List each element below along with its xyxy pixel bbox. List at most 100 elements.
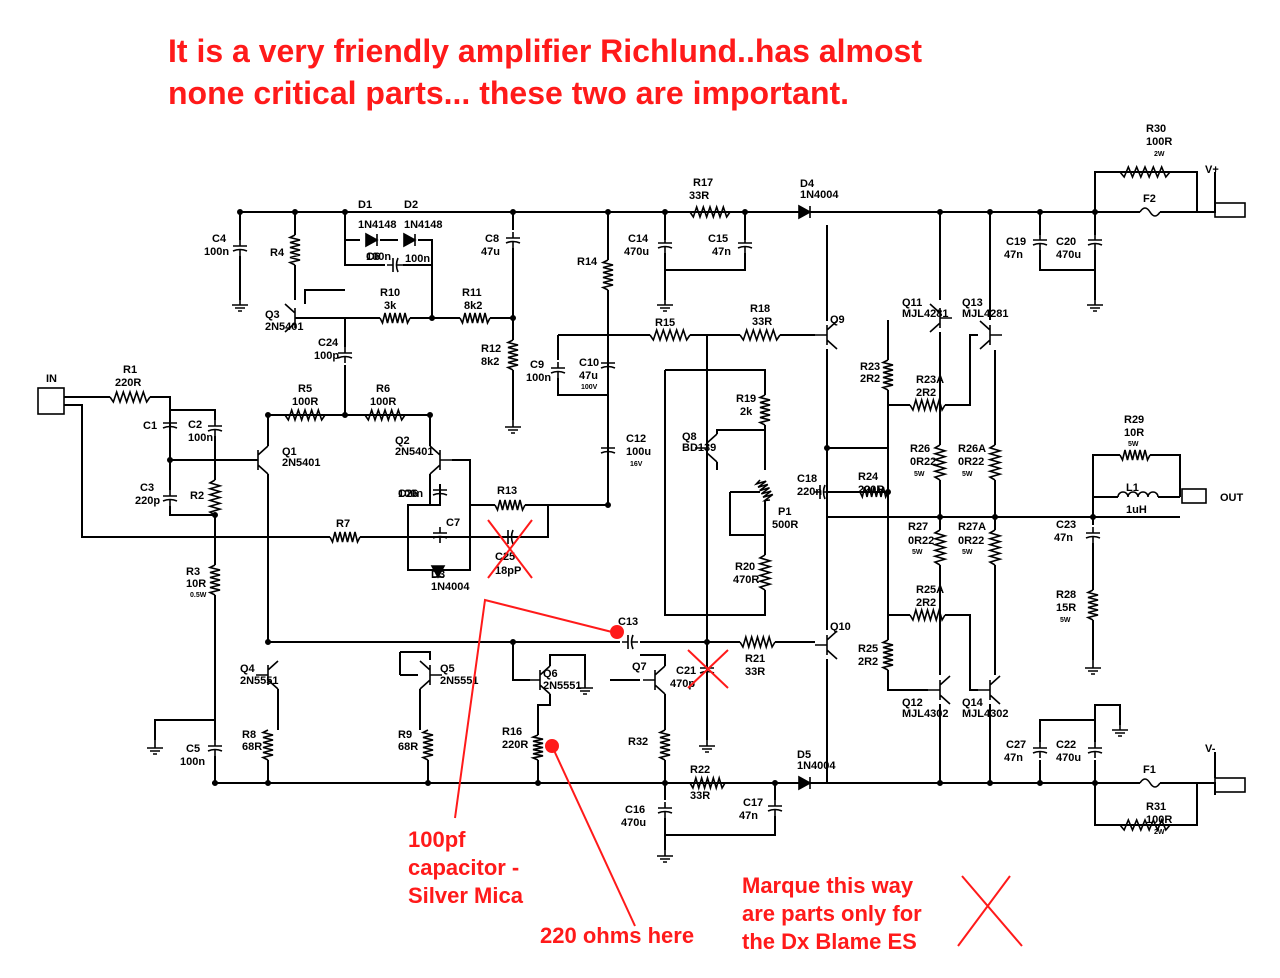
junction-dot: [604, 209, 611, 216]
q2-value-label: 2N5401: [395, 446, 434, 458]
q14-value-label: MJL4302: [962, 708, 1008, 720]
c5-capacitor: [207, 740, 223, 756]
q8-ref-label: Q8: [682, 431, 697, 443]
r4-resistor: [287, 234, 301, 266]
ground-symbol: [232, 297, 248, 312]
r20-value-label: 470R: [733, 574, 759, 586]
c3-capacitor: [162, 490, 178, 506]
wire: [407, 474, 471, 571]
c23-ref-label: C23: [1056, 519, 1076, 531]
title-line-1: It is a very friendly amplifier Richlund…: [168, 33, 922, 69]
c10-ref-label: C10: [579, 357, 599, 369]
r12-resistor: [505, 339, 519, 371]
c5-ref-label: C5: [186, 743, 200, 755]
d4-diode: [798, 204, 812, 220]
junction-dot: [771, 779, 778, 786]
r32-resistor: [657, 729, 671, 761]
r27-ref-label: R27: [908, 521, 928, 533]
q9-ref-label: Q9: [830, 314, 845, 326]
p1-ref-label: P1: [778, 506, 791, 518]
c24-capacitor: [337, 347, 353, 363]
c7-ref-label: C7: [446, 517, 460, 529]
r2-ref-label: R2: [190, 490, 204, 502]
c22-capacitor: [1087, 742, 1103, 758]
c16-ref-label: C16: [625, 804, 645, 816]
input-label: IN: [46, 373, 57, 385]
d1-ref-label: D1: [358, 199, 372, 211]
junction-dot: [341, 209, 348, 216]
q2-ref-label: Q2: [395, 435, 410, 447]
vminus-connector: [1214, 777, 1246, 793]
r26-ref-label: R26: [910, 443, 930, 455]
components: [37, 164, 1246, 863]
q1-transistor: [246, 445, 269, 475]
junction-dot: [1037, 779, 1044, 786]
r20-ref-label: R20: [735, 561, 755, 573]
wire: [1092, 454, 1120, 517]
wire: [304, 289, 345, 304]
wire: [945, 614, 978, 691]
junction-dot: [703, 638, 710, 645]
r30-ref-label: R30: [1146, 123, 1166, 135]
ground-symbol: [657, 297, 673, 312]
ground-symbol: [147, 740, 163, 755]
r22-resistor: [689, 775, 726, 791]
junction-dot: [291, 209, 298, 216]
r23-ref-label: R23: [860, 361, 880, 373]
wire: [150, 396, 258, 461]
r9-ref-label: R9: [398, 729, 412, 741]
junction-dot: [1092, 209, 1099, 216]
c19-capacitor: [1032, 234, 1048, 250]
r30-note-label: 2W: [1154, 151, 1165, 158]
r28-ref-label: R28: [1056, 589, 1076, 601]
junction-dot: [661, 779, 668, 786]
r15-ref-label: R15: [655, 317, 675, 329]
r18-value-label: 33R: [752, 316, 772, 328]
r9-value-label: 68R: [398, 741, 418, 753]
q6-ref-label: Q6: [543, 668, 558, 680]
c26-value-label: 100n: [398, 488, 423, 500]
wire: [169, 506, 215, 516]
r27-value-label: 0R22: [908, 535, 934, 547]
wire: [400, 651, 431, 660]
c3-value-label: 220p: [135, 495, 160, 507]
c2-value-label: 100n: [188, 432, 213, 444]
legend-cross-mark: [957, 875, 1023, 947]
r9-resistor: [420, 729, 434, 761]
r27a-resistor: [987, 529, 1003, 566]
r25a-ref-label: R25A: [916, 584, 944, 596]
r26-note-label: 5W: [914, 471, 925, 478]
r18-ref-label: R18: [750, 303, 770, 315]
wire: [665, 816, 776, 836]
r29-resistor: [1119, 449, 1151, 463]
wire: [1150, 454, 1181, 497]
c4-capacitor: [232, 240, 248, 256]
r21-value-label: 33R: [745, 666, 765, 678]
r2-resistor: [207, 479, 223, 516]
r7-ref-label: R7: [336, 518, 350, 530]
junction-dot: [341, 411, 348, 418]
marking-annotation: Marque this way are parts only for the D…: [742, 872, 962, 956]
q12-ref-label: Q12: [902, 697, 923, 709]
c22-value-label: 470u: [1056, 752, 1081, 764]
l1-value-label: 1uH: [1126, 504, 1147, 516]
q10-ref-label: Q10: [830, 621, 851, 633]
r28-value-label: 15R: [1056, 602, 1076, 614]
r16-resistor: [530, 734, 544, 761]
q7-ref-label: Q7: [632, 661, 647, 673]
c19-ref-label: C19: [1006, 236, 1026, 248]
q1-value-label: 2N5401: [282, 457, 321, 469]
c21-cross-mark: [687, 649, 729, 689]
q10-transistor: [815, 630, 838, 660]
r22-ref-label: R22: [690, 764, 710, 776]
title-line-2: none critical parts... these two are imp…: [168, 75, 850, 111]
c26-ref-label: C26: [398, 488, 418, 500]
c23-value-label: 47n: [1054, 532, 1073, 544]
r6-value-label: 100R: [370, 396, 396, 408]
junction-dot: [991, 513, 998, 520]
r21-resistor: [739, 634, 776, 650]
ground-symbol: [1085, 660, 1101, 675]
c13-ref-label: C13: [618, 616, 638, 628]
r14-ref-label: R14: [577, 256, 598, 268]
d1-diode: [365, 232, 379, 248]
